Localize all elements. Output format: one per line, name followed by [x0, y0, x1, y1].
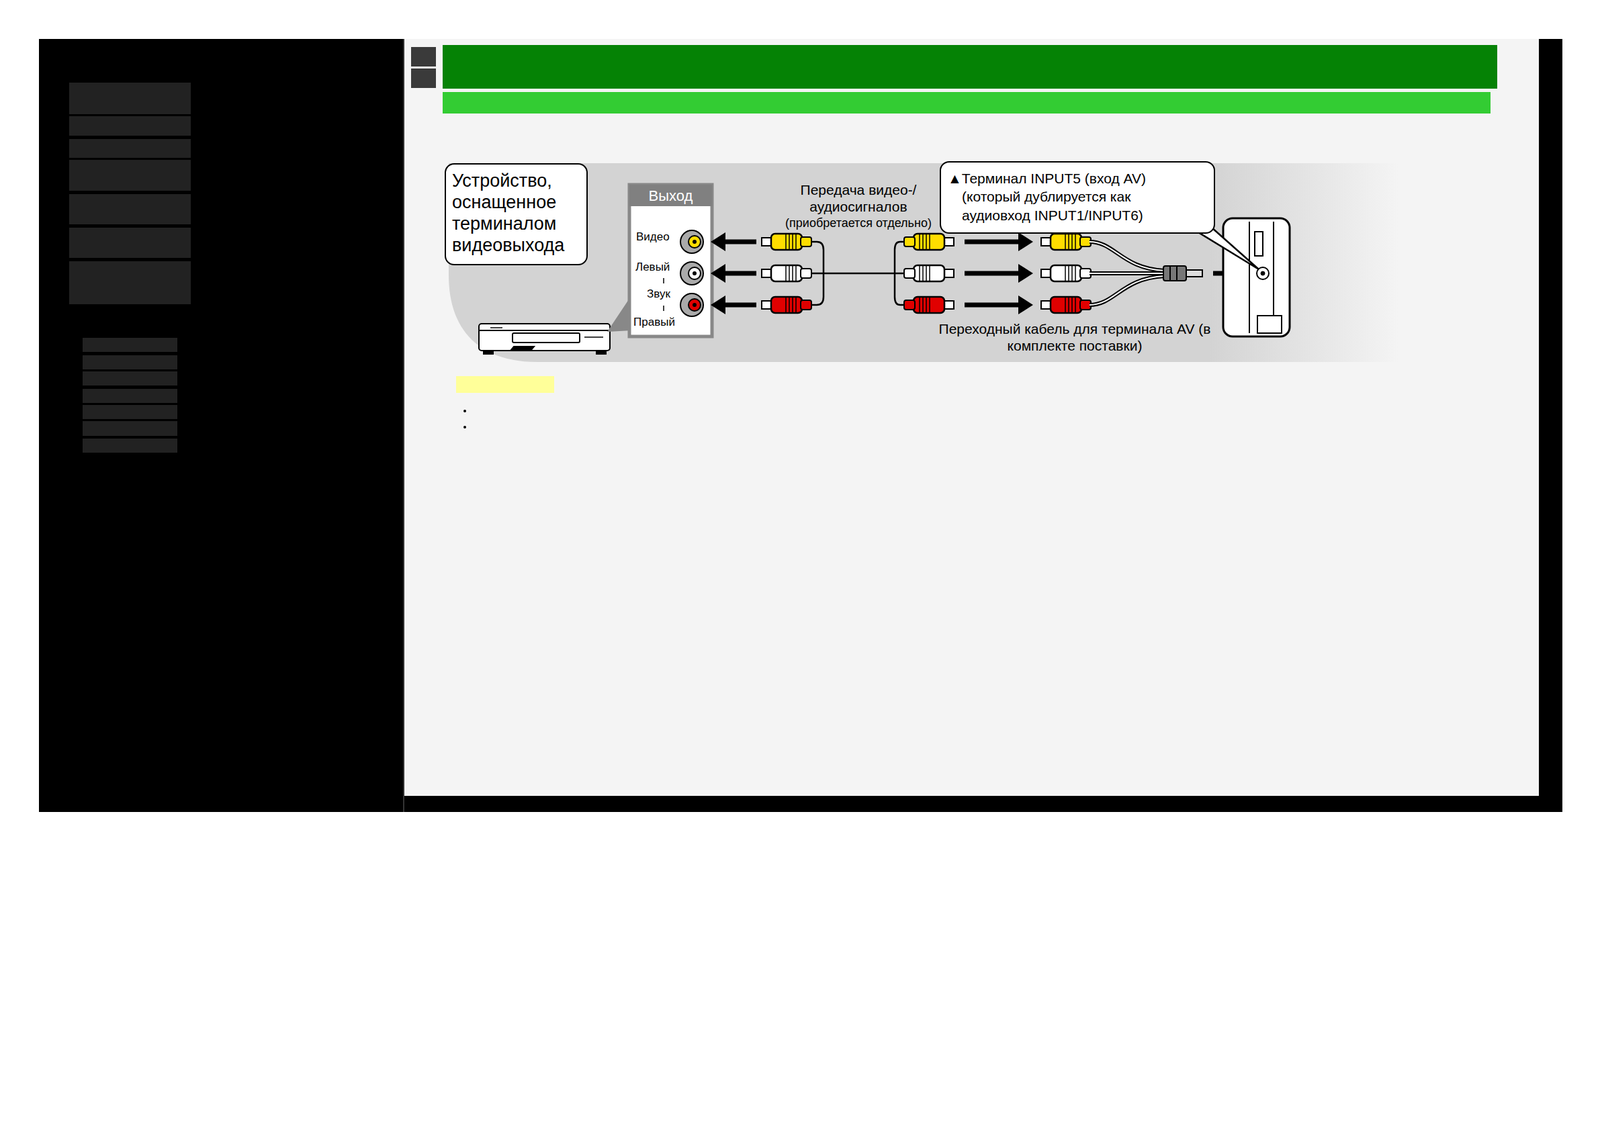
jack-center [688, 267, 701, 280]
callout-box: Устройство, оснащенное терминалом видеов… [444, 163, 588, 266]
rca-plug [904, 296, 954, 314]
mini-plug [1163, 265, 1203, 281]
bullet [463, 425, 467, 429]
jack-label: Видео [636, 230, 670, 244]
arrow-shaft [722, 302, 757, 308]
jack-center [688, 298, 701, 311]
rca-plug [904, 265, 954, 282]
cables [811, 241, 1165, 305]
content-area [403, 38, 1539, 796]
jack-center [688, 235, 701, 248]
arrow-head [710, 232, 726, 252]
divider [403, 38, 405, 813]
callout-box: ▲Терминал INPUT5 (вход AV) (который дубл… [939, 161, 1216, 234]
jack-label: Левый [635, 260, 670, 275]
diagram-band [448, 163, 1399, 363]
output-panel [629, 184, 713, 337]
output-panel-box: ВыходВидеоЛевыйЗвукПравый [629, 184, 713, 337]
arrow-head [710, 295, 726, 315]
jack-pin [692, 239, 697, 244]
frame [38, 38, 1563, 813]
arrow-head [1018, 263, 1034, 283]
arrow-shaft [722, 271, 757, 277]
cable-label: Переходный кабель для терминала AV (в ко… [929, 321, 1220, 355]
jack [680, 293, 704, 317]
rca-plug [761, 296, 812, 314]
rca-plug [761, 265, 812, 282]
bullet [463, 409, 467, 413]
rca-plug [1041, 296, 1091, 314]
signal-arrows [710, 232, 1258, 315]
header-square [411, 47, 436, 67]
title-bar [442, 45, 1498, 89]
jack-pin [692, 271, 697, 276]
rca-plug [1041, 233, 1091, 250]
signal-label: Передача видео-/ аудиосигналов [774, 182, 943, 216]
arrow-shaft [964, 271, 1021, 277]
rca-plug [904, 233, 954, 250]
arrow-head [1018, 295, 1034, 315]
arrow-shaft [964, 302, 1021, 308]
jack-label: Правый [633, 315, 676, 330]
vcr-device [478, 323, 610, 354]
sidebar-buttons [69, 82, 191, 453]
rca-plug [761, 233, 812, 250]
rca-plug [1041, 265, 1091, 282]
subtitle-bar [442, 92, 1491, 114]
callout-text: ▲Терминал INPUT5 (вход AV) (который дубл… [941, 162, 1206, 232]
jack-pin [692, 302, 697, 307]
arrow-head [1018, 232, 1034, 252]
jack [680, 261, 704, 285]
tv-side [1223, 218, 1290, 337]
arrow-shaft [722, 239, 757, 245]
jack [680, 230, 704, 254]
highlight-bar [456, 376, 555, 393]
panel-heading: Выход [629, 187, 713, 205]
arrow-shaft [964, 239, 1021, 245]
output-jacks [680, 230, 704, 317]
header-square [411, 68, 436, 88]
callout-text: Устройство, оснащенное терминалом видеов… [446, 164, 587, 262]
arrow-head [710, 263, 726, 283]
note-label: (приобретается отдельно) [757, 216, 960, 231]
rca-plugs [761, 233, 1091, 314]
jack-label: Звук [646, 287, 671, 301]
